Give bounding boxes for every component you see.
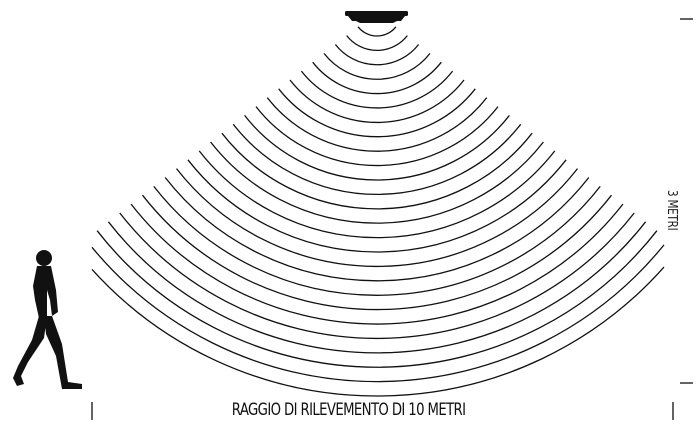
detection-wave-arc [347, 36, 408, 51]
detection-range-label: RAGGIO DI RILEVEMENTO DI 10 METRI [77, 400, 621, 420]
height-ticks [680, 19, 693, 383]
detection-wave-arc [245, 115, 510, 180]
detection-wave-arc [358, 27, 396, 36]
detection-wave-arc [324, 53, 430, 79]
mounting-height-label: 3 METRI [663, 190, 679, 254]
detection-wave-arc [267, 98, 486, 152]
detection-wave-arc [108, 222, 645, 353]
detection-wave-arc [154, 186, 600, 295]
detection-waves [92, 27, 664, 396]
detection-wave-arc [92, 245, 664, 382]
detection-wave-arc [233, 124, 520, 194]
detection-wave-arc [120, 213, 634, 338]
detection-wave-arc [279, 89, 476, 137]
detection-wave-arc [335, 45, 418, 65]
detection-wave-arc [313, 62, 442, 93]
motion-sensor-icon [345, 11, 408, 23]
detection-wave-arc [301, 71, 452, 108]
detection-wave-arc [222, 133, 532, 209]
detection-wave-arc [211, 142, 544, 223]
walking-person-icon [13, 250, 82, 389]
detection-wave-arc [97, 231, 657, 368]
detection-wave-arc [165, 178, 589, 281]
